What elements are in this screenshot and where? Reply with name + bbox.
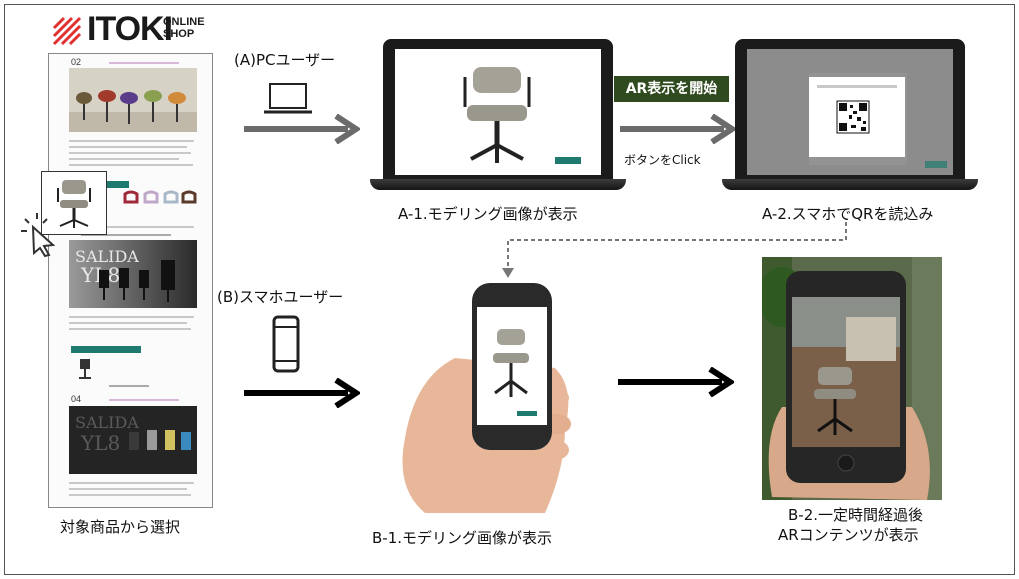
selected-product-popout[interactable] <box>41 171 107 235</box>
smartphone-user-label: (B)スマホユーザー <box>217 288 344 306</box>
chair-model-image <box>493 329 537 416</box>
cursor-click-icon <box>21 213 56 257</box>
text-line <box>69 152 191 154</box>
product-banner-3: SALIDA YL8 <box>69 406 197 474</box>
text-line <box>69 316 194 318</box>
logo-sub-line1: ONLINE <box>163 16 205 28</box>
text-line <box>109 62 179 64</box>
phone-b1-screen <box>477 307 547 425</box>
arrow-to-b2 <box>618 367 734 397</box>
logo-brand: ITOKI <box>87 10 173 48</box>
banner-text: YL8 <box>80 431 120 455</box>
text-line <box>69 140 194 142</box>
ar-photo <box>762 257 942 500</box>
b2-caption-line1: B-2.一定時間経過後 <box>788 506 924 524</box>
laptop-a1-screen <box>395 49 601 175</box>
text-line <box>69 158 179 160</box>
logo-subtitle: ONLINE SHOP <box>163 16 205 40</box>
teal-button <box>107 181 129 188</box>
chairs-photo <box>69 68 197 132</box>
text-line <box>69 494 191 496</box>
b1-caption: B-1.モデリング画像が表示 <box>372 529 553 547</box>
a1-caption: A-1.モデリング画像が表示 <box>398 205 578 223</box>
ar-start-button[interactable]: AR表示を開始 <box>614 76 729 102</box>
section-number: 04 <box>71 394 82 404</box>
text-line <box>69 482 194 484</box>
laptop-a2-base <box>722 179 978 190</box>
banner-text: SALIDA <box>75 247 139 266</box>
section-number: 02 <box>71 57 82 67</box>
arrow-to-a2 <box>620 114 736 144</box>
diagram-frame <box>4 4 1015 575</box>
chair-model-image <box>463 67 581 164</box>
chair-icon <box>79 359 91 379</box>
a2-caption: A-2.スマホでQRを読込み <box>762 205 934 223</box>
text-line <box>109 399 179 401</box>
qr-dialog <box>747 49 953 175</box>
salida-chairs-photo: SALIDA YL8 <box>69 240 197 308</box>
text-line <box>109 385 149 387</box>
color-variants <box>123 190 197 204</box>
qr-code-icon <box>836 100 870 134</box>
arrow-to-a1 <box>244 114 360 144</box>
website-mock: 02 SA <box>48 53 213 508</box>
laptop-a1 <box>383 39 613 179</box>
b2-caption-line2: ARコンテンツが表示 <box>778 526 919 544</box>
laptop-a1-base <box>370 179 626 190</box>
button-click-hint: ボタンをClick <box>624 153 701 167</box>
phone-b1 <box>472 283 552 450</box>
laptop-a2 <box>735 39 965 179</box>
select-caption: 対象商品から選択 <box>60 518 181 536</box>
text-line <box>69 146 187 148</box>
chair-icon <box>57 180 91 228</box>
product-banner-2: SALIDA YL8 <box>69 240 197 308</box>
ar-start-small-button <box>555 157 581 164</box>
text-line <box>69 488 187 490</box>
logo-sub-line2: SHOP <box>163 28 195 40</box>
ar-room-photo <box>762 257 942 500</box>
text-line <box>69 322 187 324</box>
text-line <box>69 328 191 330</box>
arrow-to-b1 <box>244 378 360 408</box>
teal-button <box>71 346 141 353</box>
text-line <box>81 234 171 236</box>
logo-mark-icon <box>52 16 82 46</box>
product-banner-1 <box>69 68 197 132</box>
salida-colors-photo: SALIDA YL8 <box>69 406 197 474</box>
text-line <box>69 226 194 228</box>
laptop-a2-screen <box>747 49 953 175</box>
laptop-icon <box>264 83 312 114</box>
dashed-connector <box>502 222 847 278</box>
smartphone-icon <box>272 315 300 373</box>
text-line <box>69 164 193 166</box>
banner-text: SALIDA <box>75 413 139 432</box>
pc-user-label: (A)PCユーザー <box>234 51 336 69</box>
